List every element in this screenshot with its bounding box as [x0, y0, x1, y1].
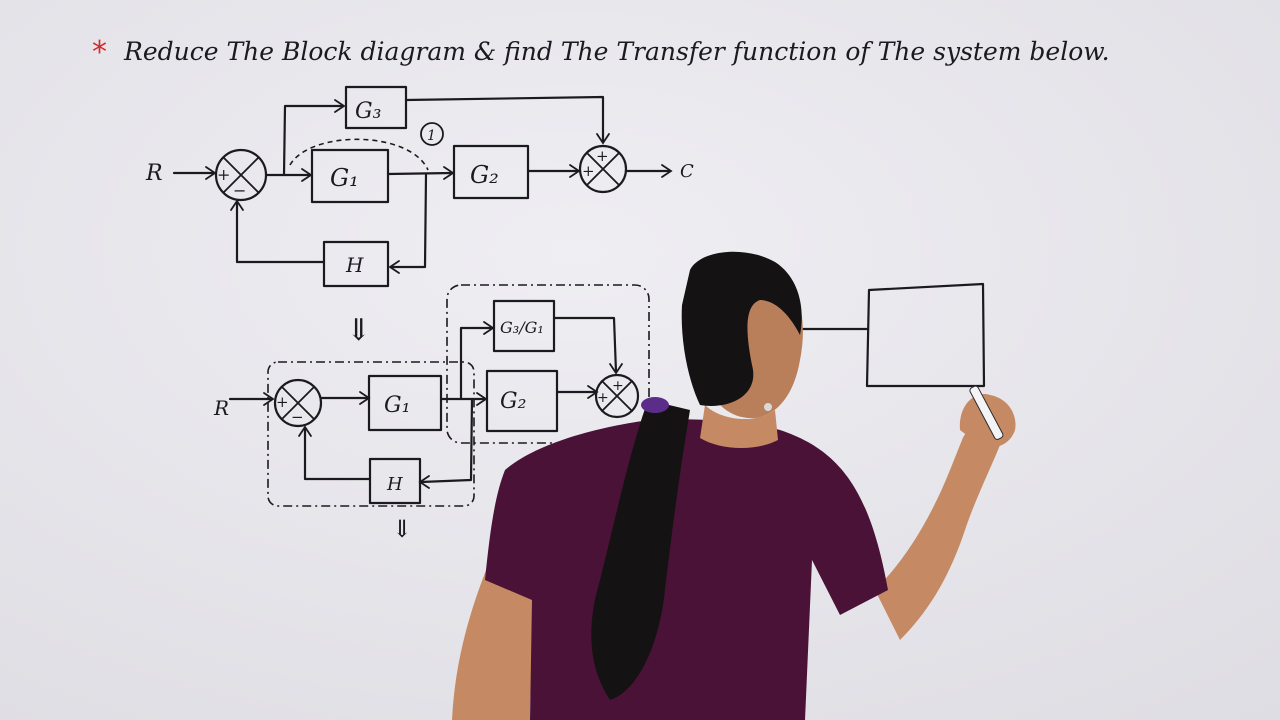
d2-g3-over-g1-label: G₃/G₁: [500, 318, 544, 337]
d2-block-g3-over-g1: [492, 299, 556, 353]
presenter-hair: [681, 251, 802, 406]
d2-g2-label: G₂: [500, 389, 526, 414]
d2-block-g2: [485, 369, 559, 433]
d2-g1-label: G₁: [384, 393, 410, 418]
d3-empty-block: [865, 282, 986, 388]
d2-g3g1-to-sum2: [552, 316, 618, 374]
marker-pen: [969, 385, 1004, 440]
d1-feedback-down: [389, 173, 428, 269]
d2-dashed-group-right: [446, 284, 650, 444]
d2-h-label: H: [386, 474, 403, 495]
presenter-shirt: [485, 419, 888, 720]
diagram-reduced: R + − G₁ G₃/G₁ G₂ +: [213, 284, 650, 507]
earring: [764, 403, 772, 411]
d1-g2-label: G₂: [470, 161, 499, 189]
diagram-final: [788, 282, 986, 388]
svg-text:−: −: [291, 408, 304, 426]
d1-block-g1: [310, 148, 390, 204]
d1-g1-label: G₁: [330, 164, 359, 192]
d1-g3-label: G₃: [355, 99, 381, 124]
presenter-left-arm: [452, 560, 545, 720]
d2-g3g1-branch: [459, 326, 494, 401]
presenter-neck: [700, 405, 778, 449]
title-bullet: *: [92, 35, 107, 70]
svg-text:−: −: [233, 181, 246, 200]
d2-summing-junction-1: + −: [273, 378, 323, 428]
svg-text:+: +: [597, 390, 609, 406]
d1-summing-junction-2: + +: [578, 144, 628, 194]
svg-text:+: +: [582, 162, 595, 180]
d2-feedback-return: [303, 426, 372, 481]
d1-g3-to-sum2: [404, 95, 605, 144]
d1-g3-branch: [282, 104, 345, 177]
d2-summing-junction-2: + +: [594, 373, 640, 419]
d1-dashed-arc: [289, 138, 429, 171]
d2-block-h: [368, 457, 422, 505]
d1-block-g3: [344, 85, 408, 130]
d1-summing-junction-1: + −: [214, 148, 268, 202]
title-text: Reduce The Block diagram & find The Tran…: [123, 37, 1110, 66]
svg-text:+: +: [612, 378, 624, 394]
svg-text:+: +: [596, 147, 609, 165]
d1-line-to-g2: [386, 171, 454, 176]
presenter: [452, 251, 1016, 720]
reduction-arrow-1: ⇓: [346, 313, 371, 348]
d1-feedback-return: [235, 200, 326, 264]
d1-step-marker: [420, 122, 444, 146]
d2-block-g1: [367, 374, 443, 432]
hair-tie: [641, 397, 669, 413]
reduction-arrow-2: ⇓: [392, 515, 412, 543]
svg-text:+: +: [217, 165, 230, 184]
d1-block-h: [322, 240, 390, 288]
presenter-ponytail: [591, 400, 690, 700]
d1-h-label: H: [345, 253, 364, 277]
svg-text:+: +: [276, 393, 289, 411]
diagram-original: R + − G₃ G₁ 1 G₂: [145, 85, 694, 288]
d2-input-label: R: [213, 396, 229, 420]
svg-text:1: 1: [427, 128, 436, 144]
presenter-arm: [875, 425, 1000, 640]
d1-output-label: C: [680, 161, 694, 182]
d2-feedback-down: [419, 397, 474, 484]
d1-input-label: R: [145, 161, 163, 186]
